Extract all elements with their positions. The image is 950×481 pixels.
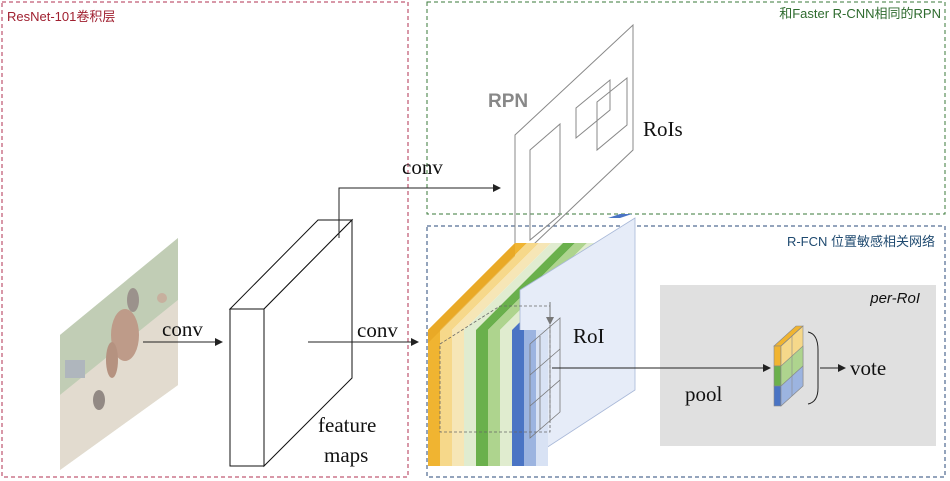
rfcn-region-box (426, 225, 946, 478)
pooled-cube (773, 325, 804, 407)
feature-maps-box (228, 218, 354, 468)
roi-grid-cells (529, 317, 561, 439)
input-image (60, 238, 178, 470)
conv-label-left: conv (162, 317, 203, 341)
rpn-plane (514, 23, 634, 264)
score-map-stack (428, 214, 636, 466)
rfcn-region-label: R-FCN 位置敏感相关网络 (787, 234, 935, 249)
resnet-region-box (1, 1, 409, 478)
rpn-label: RPN (488, 91, 528, 112)
conv-arrow-rpn (338, 184, 501, 238)
vote-label: vote (850, 356, 886, 380)
per-roi-label: per-RoI (869, 290, 920, 307)
rpn-region-label: 和Faster R-CNN相同的RPN (779, 6, 941, 21)
conv-label-mid: conv (357, 318, 398, 342)
feature-label-line1: feature (318, 413, 376, 437)
roi-grid (439, 305, 551, 433)
pool-label: pool (685, 382, 723, 406)
roi-label: RoI (573, 324, 605, 348)
rpn-region-box (426, 1, 946, 215)
vote-brace (807, 331, 819, 405)
conv-label-top: conv (402, 155, 443, 179)
feature-label-line2: maps (324, 443, 368, 467)
rois-label: RoIs (643, 117, 683, 141)
resnet-region-label: ResNet-101卷积层 (7, 9, 115, 24)
